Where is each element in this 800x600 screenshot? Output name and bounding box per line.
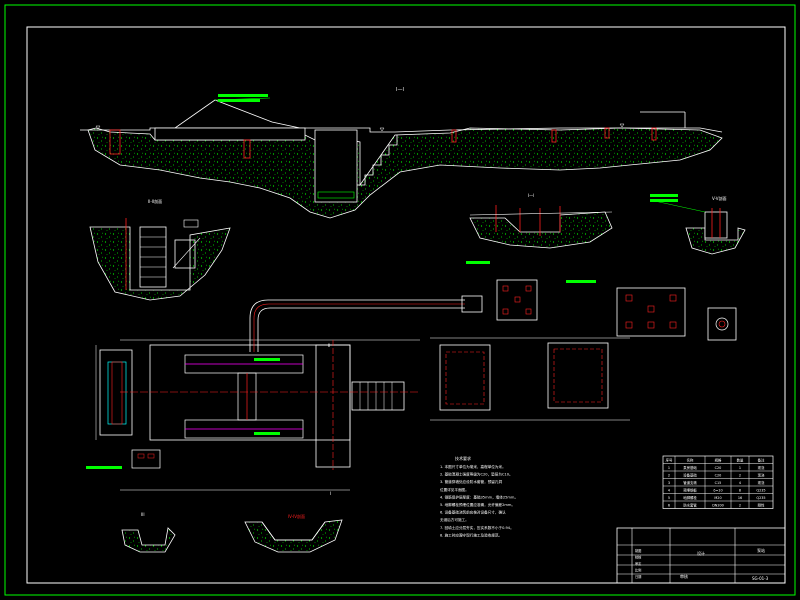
inner-frame	[26, 26, 786, 584]
table-cell: 4	[739, 481, 741, 485]
right-section-title: V-V剖面	[712, 195, 726, 201]
main-stairs	[357, 135, 398, 186]
plan-marker: I	[330, 491, 331, 496]
left-section-title: II-II剖面	[148, 198, 162, 204]
foundation-d	[707, 307, 737, 341]
mid-section-title: I—I	[528, 193, 534, 198]
main-wet-well	[314, 129, 358, 203]
table-cell: 4	[668, 488, 670, 492]
table-cell: M20	[714, 496, 721, 500]
table-cell: C15	[715, 481, 722, 485]
table-header-cell: 序号	[666, 457, 673, 462]
table-cell: Q235	[756, 496, 765, 500]
mid-ground-hatch	[469, 211, 613, 249]
title-block-label: 比例	[635, 568, 641, 573]
foundation-details	[430, 261, 737, 421]
table-header-cell: 名称	[687, 457, 694, 462]
main-embankment	[174, 99, 301, 129]
table-cell: 1	[739, 466, 741, 470]
right-section: V-V剖面	[649, 194, 746, 255]
small-foundation-plan	[496, 279, 538, 321]
plan-pipe-inner	[257, 307, 465, 352]
notes-title: 技术要求	[455, 455, 471, 461]
table-header-cell: 数量	[737, 457, 744, 462]
main-section-title: I—I	[396, 87, 404, 93]
plan-marker-b: II	[328, 343, 330, 348]
plan-main-building	[149, 344, 351, 441]
tb-drawing-no: SG-01-3	[752, 576, 769, 581]
title-block-label: 校核	[635, 555, 642, 560]
table-cell: C20	[715, 473, 722, 477]
table-cell: 防水套管	[683, 502, 697, 507]
note-line: 3. 管道穿墙处应设防水套管，预留孔洞	[440, 479, 502, 484]
material-table: 序号 名称 规格 数量 备注 1 泵房基础 C20 1 现浇 2 设备基础 C20 2 现浇 3 管道支墩 C15…	[662, 455, 774, 509]
note-line: 5. 地脚螺栓预埋位置应准确，允许偏差2mm。	[440, 502, 515, 507]
note-line: 1. 本图尺寸单位为毫米，高程单位为米。	[440, 464, 506, 469]
plan-pipe-outer	[249, 299, 465, 352]
table-cell: Q235	[756, 488, 765, 492]
table-cell: 2	[668, 473, 670, 477]
note-line: 6. 设备基础浇筑前应核对设备尺寸，确认	[440, 510, 506, 515]
note-line: 4. 钢筋保护层厚度：基础35mm，墙体25mm。	[440, 494, 518, 499]
left-section: II-II剖面	[89, 198, 231, 301]
table-cell: 设备基础	[683, 472, 697, 477]
table-cell: 3	[668, 481, 670, 485]
bottom-mid-title: IV-IV剖面	[288, 513, 305, 519]
foundation-b	[547, 342, 609, 409]
table-cell: 现浇	[758, 480, 765, 485]
table-cell: 6	[668, 503, 670, 507]
foundation-a	[439, 344, 491, 411]
note-line: 无误后方可施工。	[440, 517, 469, 522]
table-cell: 8	[739, 488, 741, 492]
outer-frame	[4, 4, 796, 596]
plan-view: I II	[86, 295, 483, 496]
foundation-c	[616, 287, 686, 337]
title-block-label: 日期	[635, 574, 641, 579]
note-line: 8. 施工时应遵守现行施工及验收规范。	[440, 532, 502, 537]
note-line: 2. 基础混凝土强度等级为C20，垫层为C10。	[440, 472, 513, 477]
main-longitudinal-section: I—I	[80, 87, 723, 219]
main-ground-hatch	[87, 127, 723, 219]
table-cell: DN200	[712, 503, 724, 507]
table-cell: 地脚螺栓	[683, 495, 697, 500]
table-cell: 2	[739, 473, 741, 477]
main-ground-line	[80, 127, 723, 133]
note-line: 位置详见平面图。	[440, 487, 469, 492]
title-block-label: 审定	[635, 561, 642, 566]
table-cell: 2	[739, 503, 741, 507]
title-block-label: 制图	[635, 548, 641, 553]
tb-check: 审核	[680, 573, 688, 579]
note-line: 7. 回填土应分层夯实，压实系数不小于0.94。	[440, 525, 514, 530]
tb-project: 泵站	[757, 547, 765, 553]
bottom-sections: III IV-IV剖面	[121, 512, 343, 553]
technical-notes: 技术要求 1. 本图尺寸单位为毫米，高程单位为米。 2. 基础混凝土强度等级为C2…	[440, 455, 518, 537]
table-cell: 1	[668, 466, 670, 470]
table-cell: 刚性	[758, 502, 765, 507]
main-slab	[154, 127, 306, 141]
table-header-cell: 规格	[715, 457, 722, 462]
table-cell: 5	[668, 496, 670, 500]
table-cell: δ=10	[713, 488, 722, 492]
bottom-left-title: III	[141, 512, 145, 517]
mid-section: I—I	[469, 193, 613, 249]
table-cell: 预埋钢板	[683, 487, 697, 492]
table-cell: 现浇	[758, 472, 765, 477]
tb-design: 设计	[697, 550, 705, 556]
plan-left-chamber	[99, 349, 133, 436]
table-header-cell: 备注	[758, 457, 765, 462]
table-cell: C20	[715, 466, 722, 470]
table-cell: 泵房基础	[683, 465, 697, 470]
table-cell: 现浇	[758, 465, 765, 470]
table-cell: 16	[738, 496, 742, 500]
table-cell: 管道支墩	[683, 480, 697, 485]
